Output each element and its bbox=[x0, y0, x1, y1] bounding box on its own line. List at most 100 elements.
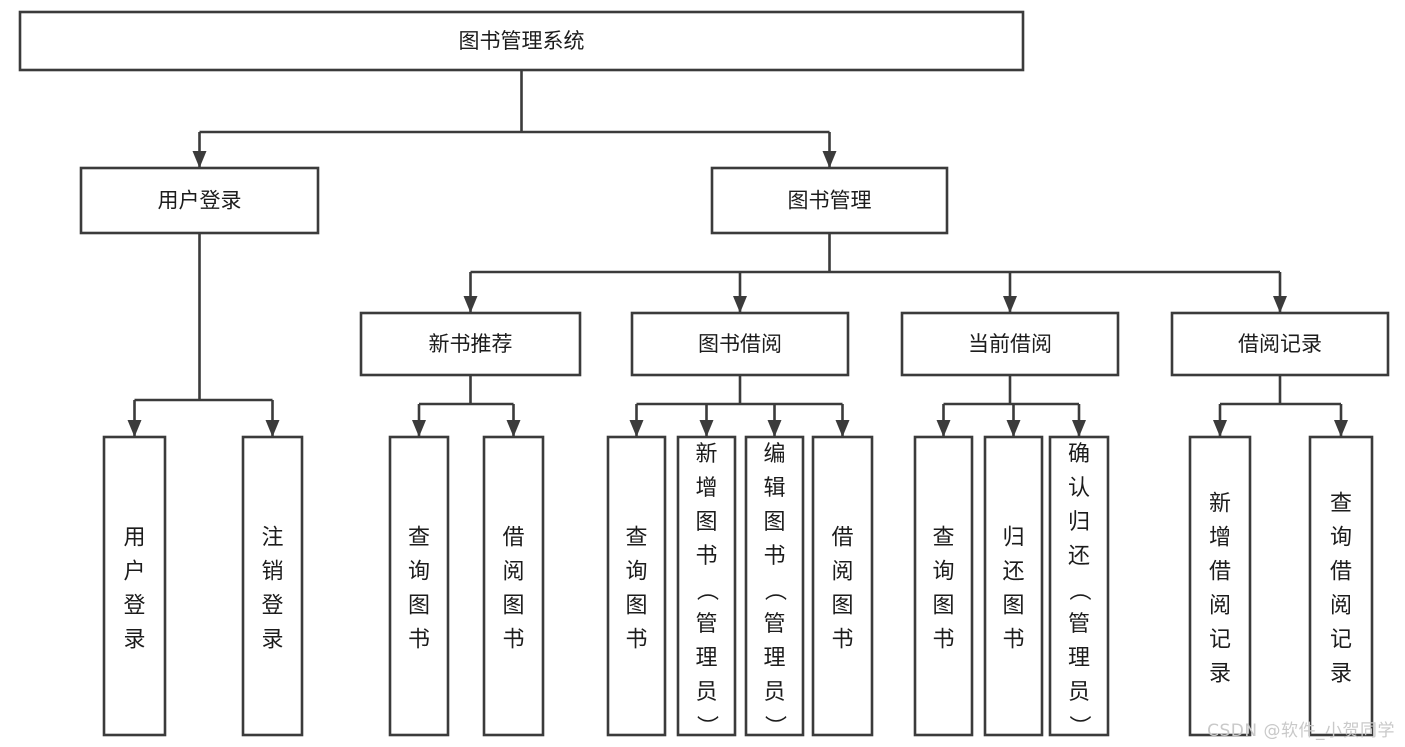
node-label-char: 归 bbox=[1068, 510, 1090, 535]
node-label-char: 借 bbox=[1330, 560, 1352, 585]
node-new-book-recommend[interactable]: 新书推荐 bbox=[359, 311, 582, 377]
arrow-head-icon bbox=[192, 151, 207, 168]
node-label-char: 归 bbox=[1002, 526, 1024, 551]
node-rect bbox=[744, 435, 805, 737]
node-label-char: 认 bbox=[1068, 476, 1090, 501]
node-rect bbox=[1308, 435, 1374, 737]
node-label: 借阅记录 bbox=[1238, 332, 1322, 356]
node-label-char: 借 bbox=[831, 526, 853, 551]
node-label-char: 还 bbox=[1002, 560, 1024, 585]
node-book-borrow[interactable]: 图书借阅 bbox=[630, 311, 850, 377]
node-label-char: 询 bbox=[625, 560, 647, 585]
arrow-head-icon bbox=[1072, 420, 1086, 437]
node-label-char: 询 bbox=[408, 560, 430, 585]
arrow-head-icon bbox=[1003, 296, 1017, 313]
node-label-char: 书 bbox=[831, 628, 853, 653]
node-rect bbox=[606, 435, 667, 737]
arrow-head-icon bbox=[936, 420, 951, 437]
node-label-char: 新 bbox=[695, 442, 717, 467]
node-book-management-system[interactable]: 图书管理系统 bbox=[18, 10, 1025, 72]
arrow-head-icon bbox=[412, 420, 426, 437]
node-label-char: 查 bbox=[1330, 492, 1352, 517]
node-rect bbox=[913, 435, 974, 737]
node-label-char: 图 bbox=[695, 510, 717, 535]
node-label-char: 书 bbox=[408, 628, 430, 653]
node-label-char: 询 bbox=[1330, 526, 1352, 551]
node-label-char: 确 bbox=[1068, 442, 1090, 467]
node-rect bbox=[79, 166, 320, 235]
arrow-head-icon bbox=[767, 420, 782, 437]
arrow-head-icon bbox=[506, 420, 521, 437]
node-label-char: ） bbox=[762, 715, 787, 737]
node-rect bbox=[900, 311, 1120, 377]
node-label-char: 书 bbox=[695, 544, 717, 569]
node-label-char: 书 bbox=[625, 628, 647, 653]
node-label-char: 理 bbox=[1068, 646, 1090, 671]
node-rect bbox=[102, 435, 167, 737]
node-rect bbox=[710, 166, 949, 235]
node-label-char: 记 bbox=[1330, 628, 1352, 653]
node-label-char: 借 bbox=[502, 526, 524, 551]
arrow-head-icon bbox=[1006, 420, 1021, 437]
node-label-char: 阅 bbox=[1330, 594, 1352, 619]
arrow-head-icon bbox=[1334, 420, 1348, 437]
node-label-char: 阅 bbox=[831, 560, 853, 585]
node-label-char: 辑 bbox=[763, 476, 785, 501]
node-rect bbox=[676, 435, 737, 737]
node-label-char: 图 bbox=[763, 510, 785, 535]
arrow-head-icon bbox=[699, 420, 714, 437]
node-label-char: 户 bbox=[123, 560, 145, 585]
node-label-char: 销 bbox=[261, 560, 283, 585]
node-label-char: （ bbox=[694, 579, 719, 601]
node-rect bbox=[983, 435, 1044, 737]
node-label-char: 员 bbox=[763, 680, 785, 705]
node-user-login-leaf-0[interactable]: 用户登录 bbox=[102, 435, 167, 737]
node-borrow-record[interactable]: 借阅记录 bbox=[1170, 311, 1390, 377]
watermark-label: CSDN @软件_小贺同学 bbox=[1207, 721, 1395, 741]
node-label: 图书借阅 bbox=[698, 332, 782, 356]
node-label-char: 录 bbox=[1209, 662, 1231, 687]
node-label-char: 图 bbox=[932, 594, 954, 619]
node-label-char: 图 bbox=[1002, 594, 1024, 619]
node-label-char: 录 bbox=[261, 628, 283, 653]
node-label-char: 增 bbox=[1209, 526, 1231, 551]
node-book-management[interactable]: 图书管理 bbox=[710, 166, 949, 235]
node-label-char: 理 bbox=[695, 646, 717, 671]
node-rect bbox=[482, 435, 545, 737]
node-label-char: 书 bbox=[1002, 628, 1024, 653]
arrow-head-icon bbox=[1213, 420, 1227, 437]
node-label-char: 管 bbox=[763, 612, 785, 637]
node-label-char: 增 bbox=[695, 476, 717, 501]
node-label-char: 登 bbox=[261, 594, 283, 619]
node-label-char: 编 bbox=[763, 442, 785, 467]
node-label-char: 书 bbox=[932, 628, 954, 653]
node-user-login[interactable]: 用户登录 bbox=[79, 166, 320, 235]
node-label-char: 询 bbox=[932, 560, 954, 585]
node-label-char: （ bbox=[1066, 579, 1091, 601]
arrow-head-icon bbox=[1273, 296, 1287, 313]
node-label-char: 理 bbox=[763, 646, 785, 671]
node-rect bbox=[1188, 435, 1252, 737]
node-label-char: 图 bbox=[831, 594, 853, 619]
node-label-char: 查 bbox=[625, 526, 647, 551]
node-label-char: 录 bbox=[123, 628, 145, 653]
node-label-char: 图 bbox=[625, 594, 647, 619]
arrow-head-icon bbox=[822, 151, 837, 168]
arrow-head-icon bbox=[835, 420, 850, 437]
node-rect bbox=[241, 435, 304, 737]
node-current-borrow[interactable]: 当前借阅 bbox=[900, 311, 1120, 377]
